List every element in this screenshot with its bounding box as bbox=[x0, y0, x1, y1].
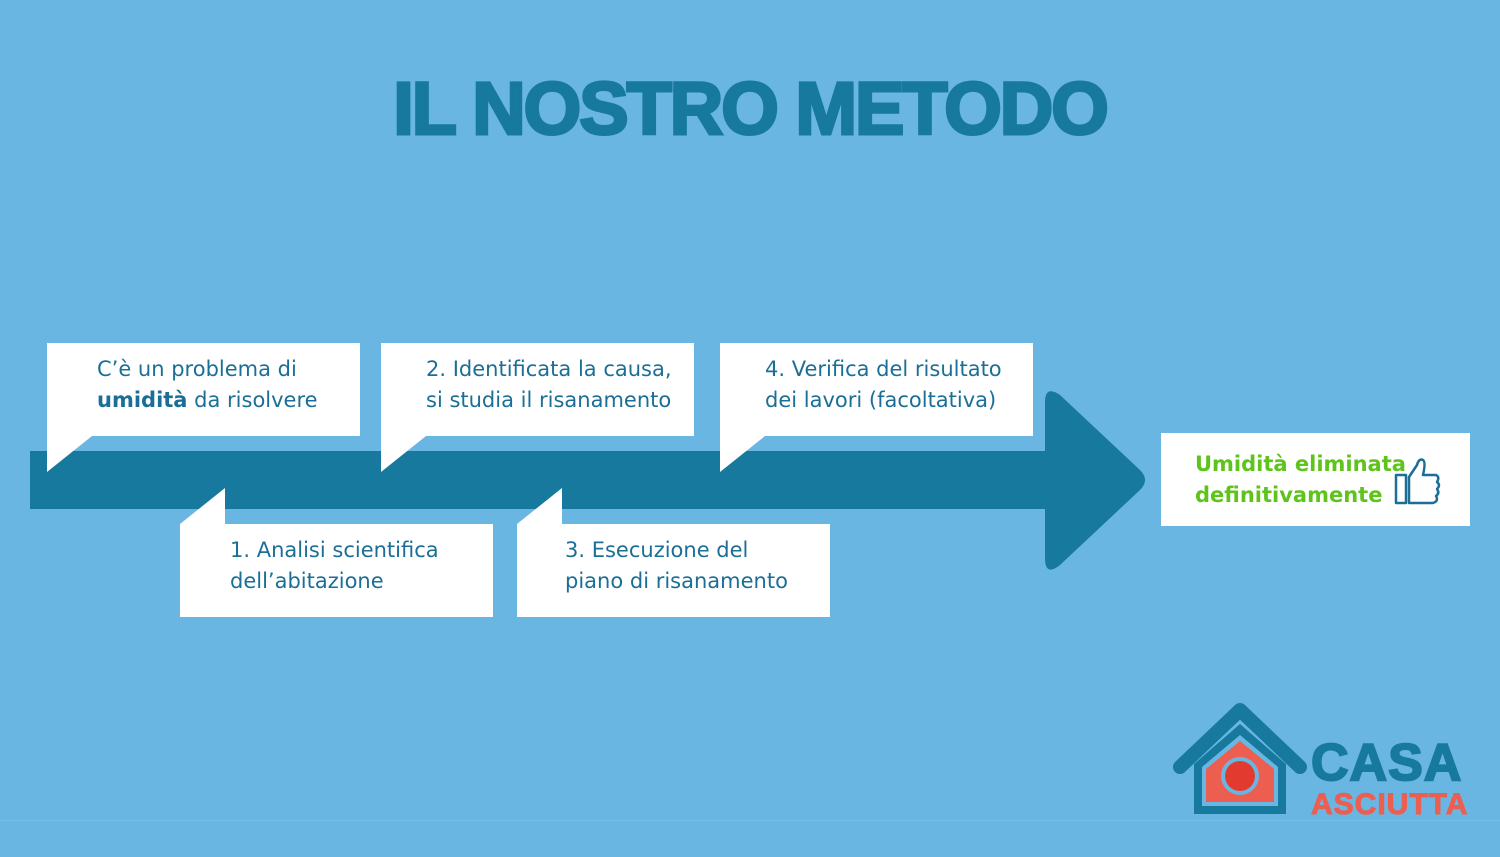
step-2-line2: si studia il risanamento bbox=[426, 388, 672, 412]
result-line1: Umidità eliminata bbox=[1195, 452, 1406, 476]
step-start-line2: da risolvere bbox=[187, 388, 318, 412]
step-4-line2: dei lavori (facoltativa) bbox=[765, 388, 997, 412]
step-start-callout: C’è un problema di umidità da risolvere bbox=[47, 343, 360, 436]
step-1-line1: 1. Analisi scientifica bbox=[230, 538, 439, 562]
arrow-head bbox=[1045, 391, 1145, 570]
step-4-callout: 4. Verifica del risultato dei lavori (fa… bbox=[720, 343, 1033, 436]
logo-text-casa: CASA bbox=[1310, 733, 1463, 793]
divider bbox=[0, 820, 1500, 821]
step-2-callout: 2. Identificata la causa, si studia il r… bbox=[381, 343, 694, 436]
result-box: Umidità eliminata definitivamente bbox=[1161, 433, 1470, 526]
step-1-line2: dell’abitazione bbox=[230, 569, 384, 593]
result-line2: definitivamente bbox=[1195, 483, 1383, 507]
logo-text-asciutta: ASCIUTTA bbox=[1310, 788, 1469, 822]
callout-tail bbox=[180, 488, 225, 524]
step-start-line1: C’è un problema di bbox=[97, 357, 297, 381]
callout-tail bbox=[381, 436, 426, 472]
step-start-bold: umidità bbox=[97, 388, 188, 412]
callout-tail bbox=[47, 436, 92, 472]
page-title: IL NOSTRO METODO bbox=[392, 66, 1111, 152]
callout-tail bbox=[517, 488, 562, 524]
step-3-callout: 3. Esecuzione del piano di risanamento bbox=[517, 524, 830, 617]
callout-tail bbox=[720, 436, 765, 472]
casa-asciutta-logo-house-icon bbox=[1173, 703, 1307, 814]
step-3-line1: 3. Esecuzione del bbox=[565, 538, 749, 562]
step-2-line1: 2. Identificata la causa, bbox=[426, 357, 672, 381]
step-4-line1: 4. Verifica del risultato bbox=[765, 357, 1002, 381]
step-1-callout: 1. Analisi scientifica dell’abitazione bbox=[180, 524, 493, 617]
thumbs-up-icon bbox=[1394, 458, 1441, 505]
step-3-line2: piano di risanamento bbox=[565, 569, 788, 593]
